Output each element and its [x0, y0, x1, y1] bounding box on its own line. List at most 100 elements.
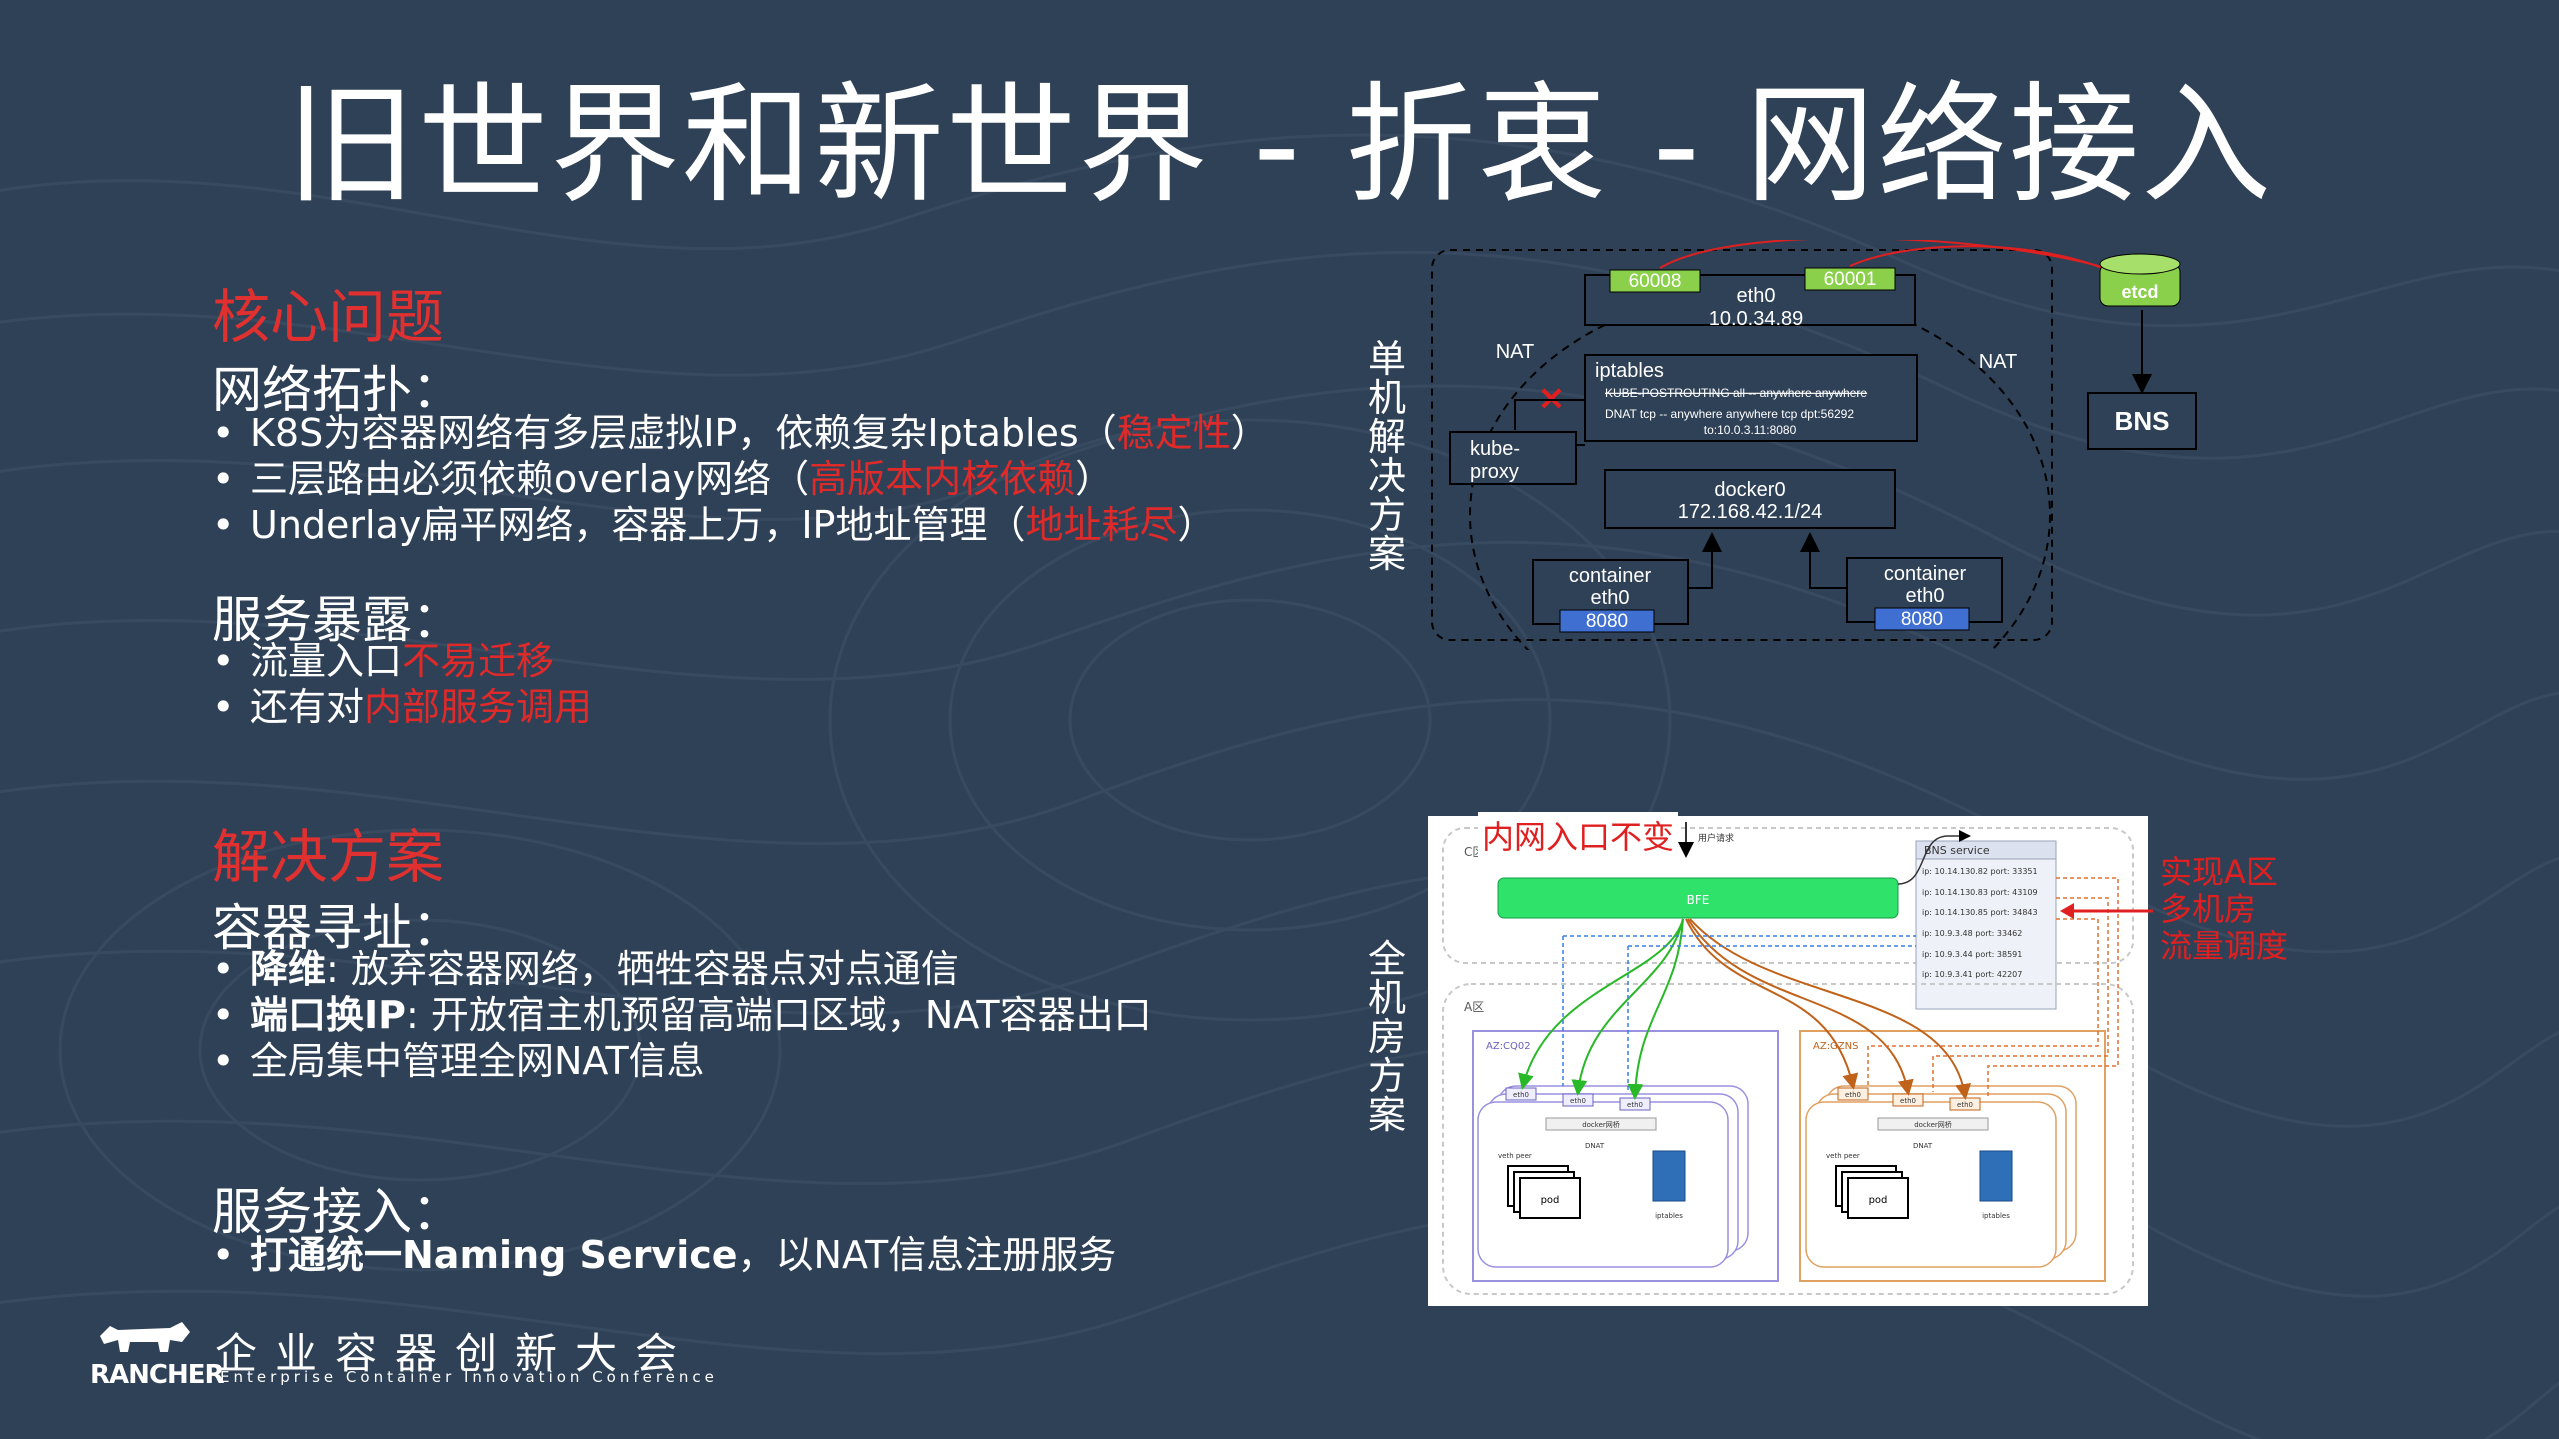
multi-room-label: 全机房方案: [1367, 937, 1406, 1137]
access-heading: 服务接入：: [212, 1183, 462, 1241]
note-line: 实现A区: [2160, 853, 2278, 891]
veth-label: veth peer: [1498, 1152, 1532, 1160]
bfe-label: BFE: [1687, 893, 1710, 907]
eth0-tag: eth0: [1627, 1101, 1643, 1109]
rancher-cow-icon: [100, 1322, 190, 1352]
container-left-port-badge: [1559, 609, 1655, 633]
iptables-rule-3: to:10.0.3.11:8080: [1704, 423, 1797, 437]
bns-label: BNS: [2115, 406, 2170, 436]
conference-name-cn: 企业容器创新大会: [215, 1329, 696, 1378]
bns-box: [2087, 392, 2197, 450]
intranet-entry-label: 内网入口不变: [1478, 812, 1679, 858]
exposure-list: •流量入口不易迁移 •还有对内部服务调用: [212, 638, 592, 730]
eth0-tag: eth0: [1513, 1091, 1529, 1099]
container-right-eth: eth0: [1906, 585, 1945, 607]
single-host-label: 单机解决方案: [1367, 337, 1406, 576]
list-item: •全局集中管理全网NAT信息: [212, 1039, 705, 1083]
solution-heading: 解决方案: [212, 823, 445, 891]
az-left-box: [1472, 1030, 1779, 1282]
access-list: •打通统一Naming Service，以NAT信息注册服务: [212, 1232, 1116, 1278]
list-item: •打通统一Naming Service，以NAT信息注册服务: [212, 1233, 1117, 1277]
kube-proxy-box: [1449, 431, 1577, 485]
iptables-icon: [1979, 1150, 2013, 1202]
traffic-scheduling-note: 实现A区 多机房 流量调度: [2160, 854, 2288, 965]
core-problem-heading: 核心问题: [212, 283, 445, 351]
container-right-port: 8080: [1901, 609, 1943, 630]
docker0-ip: 172.168.42.1/24: [1678, 501, 1823, 523]
bns-entry: ip: 10.9.3.48 port: 33462: [1922, 929, 2022, 938]
single-host-diagram: 60008 60001 eth0 10.0.34.89 NAT NAT ipta…: [1431, 240, 2197, 650]
list-item: •还有对内部服务调用: [212, 685, 593, 729]
az-right-box: [1799, 1030, 2106, 1282]
list-item: •K8S为容器网络有多层虚拟IP，依赖复杂Iptables（稳定性）: [212, 411, 1269, 455]
veth-label: veth peer: [1826, 1152, 1860, 1160]
kube-proxy-label-2: proxy: [1470, 461, 1519, 483]
brand-name: RANCHER: [90, 1360, 225, 1390]
bns-service-box: [1915, 840, 2057, 1010]
bns-service-label: BNS service: [1924, 844, 1990, 857]
note-line: 多机房: [2160, 890, 2257, 928]
container-left-port: 8080: [1586, 611, 1628, 632]
list-item: •降维: 放弃容器网络，牺牲容器点对点通信: [212, 947, 959, 991]
a-zone-label: A区: [1464, 1000, 1484, 1014]
list-item: •三层路由必须依赖overlay网络（高版本内核依赖）: [212, 457, 1114, 501]
topology-list: •K8S为容器网络有多层虚拟IP，依赖复杂Iptables（稳定性） •三层路由…: [212, 410, 1269, 548]
eth0-tag: eth0: [1570, 1097, 1586, 1105]
topology-heading: 网络拓扑：: [212, 361, 462, 419]
port-60008-badge: [1609, 269, 1701, 293]
port-60001: 60001: [1824, 269, 1877, 290]
docker-bridge-label: docker网桥: [1582, 1120, 1620, 1129]
container-left-eth: eth0: [1591, 587, 1630, 609]
host-ip: 10.0.34.89: [1709, 308, 1804, 330]
bns-entry: ip: 10.14.130.83 port: 43109: [1922, 888, 2038, 897]
bns-entry: ip: 10.14.130.82 port: 33351: [1922, 867, 2038, 876]
docker0-box: [1604, 469, 1896, 529]
list-item: •端口换IP: 开放宿主机预留高端口区域，NAT容器出口: [212, 993, 1152, 1037]
container-left-label: container: [1569, 565, 1652, 587]
list-item: •流量入口不易迁移: [212, 639, 555, 683]
dnat-label: DNAT: [1585, 1142, 1605, 1150]
multi-room-diagram: C区 用户请求 BFE BNS service ip: 10.14.130.82…: [1428, 816, 2148, 1306]
a-zone-boundary: [1442, 983, 2134, 1295]
nat-loop: [1469, 289, 2051, 650]
addressing-heading: 容器寻址：: [212, 899, 462, 957]
page-title: 旧世界和新世界 - 折衷 - 网络接入: [285, 69, 2274, 221]
eth0-label: eth0: [1737, 285, 1776, 307]
container-right-port-badge: [1874, 607, 1970, 631]
az-left-label: AZ:CQ02: [1486, 1041, 1531, 1052]
eth0-tag: eth0: [1900, 1097, 1916, 1105]
bns-entry: ip: 10.9.3.41 port: 42207: [1922, 970, 2022, 979]
pod-label: pod: [1541, 1195, 1560, 1206]
addressing-list: •降维: 放弃容器网络，牺牲容器点对点通信 •端口换IP: 开放宿主机预留高端口…: [212, 946, 1152, 1084]
container-right-label: container: [1884, 563, 1967, 585]
note-arrow-icon: [2060, 903, 2153, 919]
user-request-label: 用户请求: [1698, 832, 1734, 844]
pod-box: [1519, 1177, 1581, 1219]
port-60001-badge: [1804, 267, 1896, 291]
iptables-rule-1: KUBE-POSTROUTING all -- anywhere anywher…: [1605, 386, 1867, 400]
bns-entry: ip: 10.9.3.44 port: 38591: [1922, 950, 2022, 959]
nat-left-label: NAT: [1496, 341, 1535, 363]
docker0-label: docker0: [1714, 479, 1785, 501]
c-zone-boundary: [1442, 827, 2134, 964]
eth0-tag: eth0: [1957, 1101, 1973, 1109]
kube-proxy-label: kube-: [1470, 438, 1520, 460]
iptables-icon: [1652, 1150, 1686, 1202]
docker-bridge-label: docker网桥: [1914, 1120, 1952, 1129]
note-line: 流量调度: [2160, 927, 2289, 965]
az-right-label: AZ:GZNS: [1813, 1041, 1859, 1052]
iptables-label: iptables: [1655, 1212, 1683, 1220]
dnat-label: DNAT: [1913, 1142, 1933, 1150]
exposure-heading: 服务暴露：: [212, 591, 462, 649]
nat-right-label: NAT: [1979, 351, 2018, 373]
bfe-bar: [1497, 877, 1899, 919]
bns-entry: ip: 10.14.130.85 port: 34843: [1922, 908, 2038, 917]
iptables-label: iptables: [1595, 360, 1664, 382]
conference-name-en: Enterprise Container Innovation Conferen…: [220, 1368, 718, 1386]
eth0-tag: eth0: [1845, 1091, 1861, 1099]
pod-label: pod: [1869, 1195, 1888, 1206]
iptables-box: [1584, 354, 1918, 442]
iptables-label: iptables: [1982, 1212, 2010, 1220]
list-item: •Underlay扁平网络，容器上万，IP地址管理（地址耗尽）: [212, 503, 1216, 547]
host-boundary: [1431, 249, 2053, 641]
